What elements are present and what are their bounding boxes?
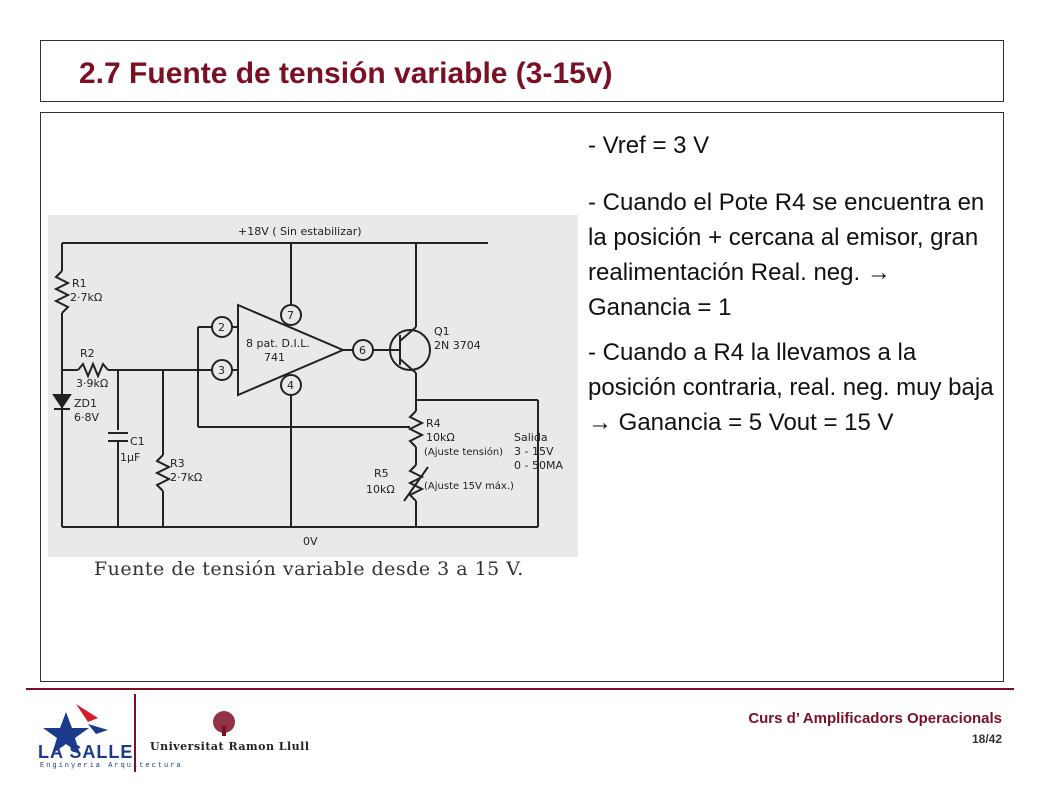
label-ground: 0V	[303, 535, 318, 548]
title-box: 2.7 Fuente de tensión variable (3-15v)	[40, 40, 1004, 102]
url-tree-logo	[213, 711, 235, 736]
label-r5-note: (Ajuste 15V máx.)	[424, 480, 514, 492]
slide-title: 2.7 Fuente de tensión variable (3-15v)	[79, 57, 613, 90]
label-opamp-type: 8 pat. D.I.L.	[246, 337, 310, 350]
label-out-3: 0 - 50MA	[514, 459, 563, 472]
label-r2: R2	[80, 347, 95, 360]
label-r5: R5	[374, 467, 389, 480]
figure-caption: Fuente de tensión variable desde 3 a 15 …	[94, 558, 524, 580]
label-c1: C1	[130, 435, 145, 448]
label-r1-val: 2·7kΩ	[70, 291, 102, 304]
label-c1-val: 1μF	[120, 451, 140, 464]
school-subtitle: Enginyeria Arquitectura	[40, 762, 183, 770]
course-name: Curs d’ Amplificadors Operacionals	[748, 710, 1002, 727]
label-pin7: 7	[287, 309, 294, 322]
label-r3-val: 2·7kΩ	[170, 471, 202, 484]
label-r4-val: 10kΩ	[426, 431, 455, 444]
label-zd1-val: 6·8V	[74, 411, 99, 424]
bullet-gain-1: - Cuando el Pote R4 se encuentra en la p…	[588, 189, 985, 321]
label-r1: R1	[72, 277, 87, 290]
footer-divider	[26, 688, 1014, 690]
bullet-list: - Vref = 3 V - Cuando el Pote R4 se encu…	[588, 128, 996, 440]
label-r4-note: (Ajuste tensión)	[424, 446, 503, 458]
label-out-2: 3 - 15V	[514, 445, 554, 458]
label-pin4: 4	[287, 379, 294, 392]
label-r3: R3	[170, 457, 185, 470]
label-q1: Q1	[434, 325, 450, 338]
label-q1-val: 2N 3704	[434, 339, 481, 352]
lasalle-star-logo	[43, 704, 108, 754]
bullet-vref: - Vref = 3 V	[588, 132, 710, 159]
bullet-gain-5: - Cuando a R4 la llevamos a la posición …	[588, 339, 994, 436]
label-pin2: 2	[218, 321, 225, 334]
label-supply: +18V ( Sin estabilizar)	[238, 225, 362, 238]
label-pin3: 3	[218, 364, 225, 377]
label-r2-val: 3·9kΩ	[76, 377, 108, 390]
label-zd1: ZD1	[74, 397, 97, 410]
label-r5-val: 10kΩ	[366, 483, 395, 496]
label-pin6: 6	[359, 344, 366, 357]
university-name: Universitat Ramon Llull	[150, 740, 310, 753]
label-r4: R4	[426, 417, 441, 430]
circuit-figure: +18V ( Sin estabilizar) 0V R1 2·7kΩ R2 3…	[48, 215, 578, 557]
content-box	[40, 112, 1004, 682]
label-out-1: Salida	[514, 431, 548, 444]
school-name: LA SALLE	[38, 742, 134, 762]
page-number: 18/42	[971, 732, 1002, 746]
label-opamp-model: 741	[264, 351, 285, 364]
footer-vertical-divider	[134, 694, 136, 772]
circuit-diagram: +18V ( Sin estabilizar) 0V R1 2·7kΩ R2 3…	[52, 225, 563, 548]
